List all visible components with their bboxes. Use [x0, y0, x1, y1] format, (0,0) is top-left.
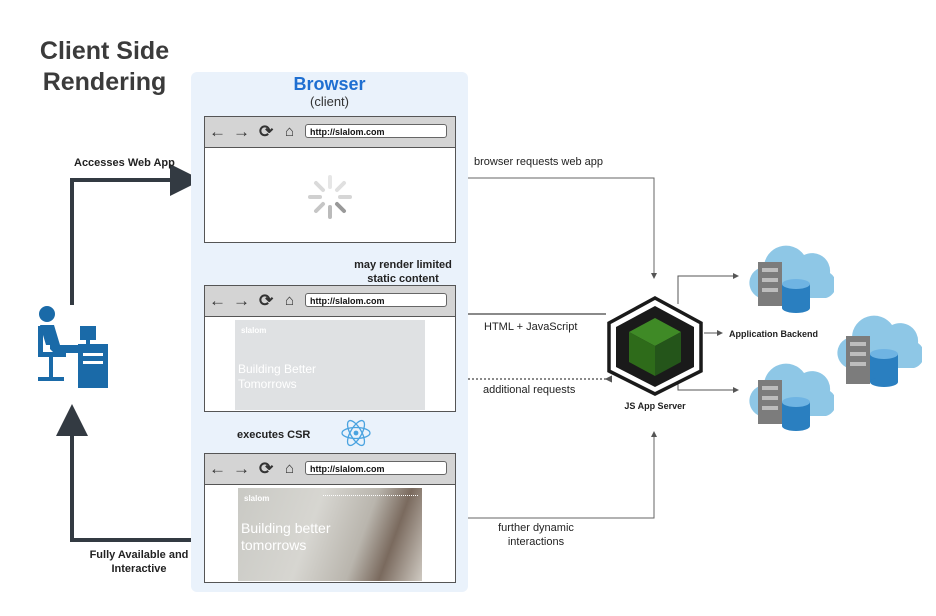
further-line-2: interactions [507, 536, 565, 548]
title-line-2: Rendering [42, 68, 167, 96]
user-at-computer-icon [38, 306, 108, 388]
server-label: JS App Server [624, 401, 686, 411]
home-icon[interactable]: ⌂ [285, 460, 295, 477]
reload-icon[interactable]: ⟳ [259, 122, 274, 141]
browser-title: Browser [293, 74, 366, 94]
may-render-label: may render limited static content [340, 258, 466, 286]
reload-icon[interactable]: ⟳ [259, 459, 274, 478]
backend-label: Application Backend [729, 329, 819, 339]
cloud-database-icon [837, 315, 922, 387]
full-page-preview: slalom Building better tomorrows [238, 488, 422, 581]
cloud-database-icon [749, 245, 834, 313]
site-headline-2: tomorrows [241, 537, 307, 553]
fully-available-arrow [56, 404, 198, 542]
react-icon [341, 419, 371, 447]
window-toolbar: ← → ⟳ ⌂ http://slalom.com [205, 117, 455, 148]
window-toolbar: ← → ⟳ ⌂ http://slalom.com [205, 286, 455, 317]
browser-subtitle: (client) [309, 94, 349, 109]
cube-icon [607, 296, 703, 396]
site-headline-2: Tomorrows [238, 377, 297, 391]
forward-icon[interactable]: → [233, 122, 250, 141]
accesses-label: Accesses Web App [74, 157, 175, 169]
browser-window-loading: ← → ⟳ ⌂ http://slalom.com [204, 116, 456, 243]
html-js-label: HTML + JavaScript [484, 321, 578, 333]
back-icon[interactable]: ← [209, 122, 226, 141]
forward-icon[interactable]: → [233, 291, 250, 310]
site-headline-1: Building better [241, 520, 331, 536]
additional-requests-label: additional requests [483, 384, 576, 396]
fully-line-2: Interactive [111, 563, 167, 575]
window-toolbar: ← → ⟳ ⌂ http://slalom.com [205, 454, 455, 485]
executes-label: executes CSR [237, 429, 311, 441]
diagram-title: Client Side Rendering [22, 36, 187, 98]
browser-window-static: ← → ⟳ ⌂ http://slalom.com slalom Buildin… [204, 285, 456, 412]
request-line [456, 177, 657, 279]
url-bar[interactable]: http://slalom.com [305, 124, 447, 138]
site-logo: slalom [244, 494, 270, 503]
home-icon[interactable]: ⌂ [285, 292, 295, 309]
site-logo: slalom [241, 326, 267, 335]
reload-icon[interactable]: ⟳ [259, 291, 274, 310]
further-line-1: further dynamic [498, 522, 574, 534]
forward-icon[interactable]: → [233, 459, 250, 478]
browser-requests-label: browser requests web app [474, 156, 604, 168]
cloud-database-icon [749, 363, 834, 431]
static-page-preview: slalom Building Better Tomorrows [235, 320, 425, 410]
backend-line-top [677, 273, 739, 304]
url-bar[interactable]: http://slalom.com [305, 461, 447, 475]
may-render-line-1: may render limited [354, 259, 452, 271]
url-bar[interactable]: http://slalom.com [305, 293, 447, 307]
home-icon[interactable]: ⌂ [285, 123, 295, 140]
site-nav-menu [323, 495, 418, 499]
browser-window-full: ← → ⟳ ⌂ http://slalom.com slalom Buildin… [204, 453, 456, 583]
fully-line-1: Fully Available and [89, 549, 189, 561]
further-interactions-label: further dynamic interactions [486, 521, 586, 549]
may-render-line-2: static content [367, 273, 439, 285]
site-headline-1: Building Better [238, 362, 317, 376]
title-line-1: Client Side [39, 37, 170, 65]
back-icon[interactable]: ← [209, 291, 226, 310]
back-icon[interactable]: ← [209, 459, 226, 478]
accesses-arrow [70, 164, 202, 305]
further-line [462, 431, 657, 519]
spinner-icon [308, 175, 352, 219]
fully-available-label: Fully Available and Interactive [78, 548, 200, 576]
